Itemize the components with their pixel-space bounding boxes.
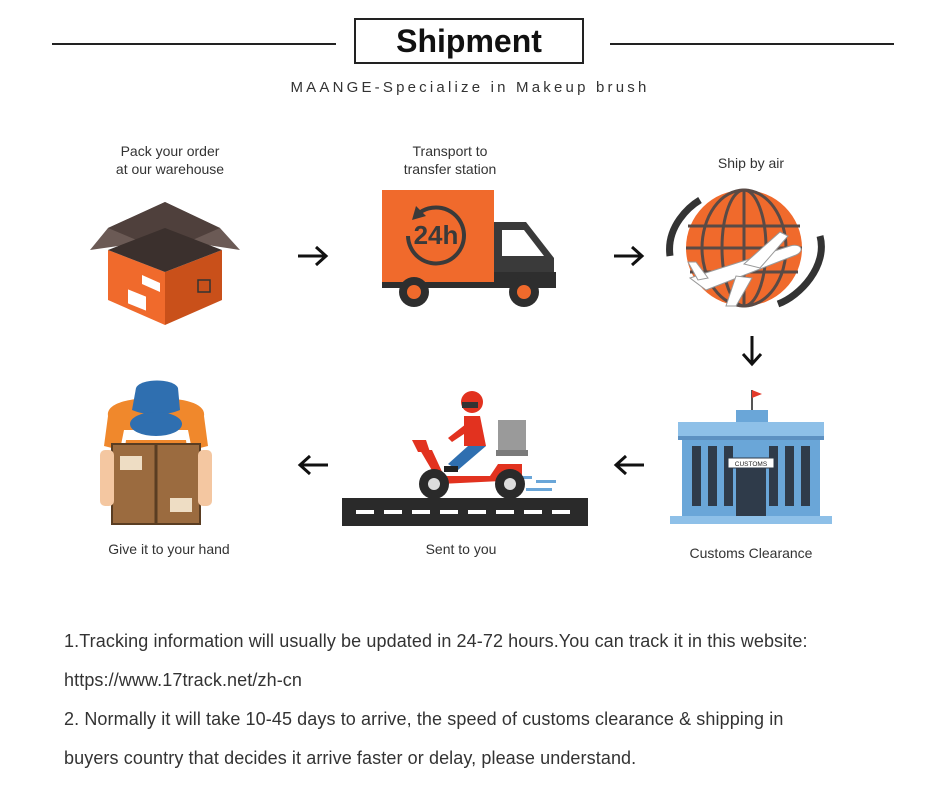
arrow-right-icon-1	[296, 244, 330, 268]
step-pack-label: Pack your order at our warehouse	[85, 142, 255, 178]
note-tracking-url[interactable]: https://www.17track.net/zh-cn	[64, 670, 302, 690]
step-pack-label-line1: Pack your order	[120, 143, 220, 159]
step-hand-label: Give it to your hand	[108, 541, 230, 557]
courier-holding-package-icon	[96, 380, 216, 535]
header-rule-left	[52, 43, 336, 45]
step-customs-label: Customs Clearance	[689, 545, 813, 561]
step-air-label: Ship by air	[717, 155, 785, 171]
note-delivery-line1: 2. Normally it will take 10-45 days to a…	[64, 709, 784, 729]
step-transport-label-line1: Transport to	[412, 143, 488, 159]
customs-building-icon: CUSTOMS	[666, 388, 836, 535]
page-subtitle: MAANGE-Specialize in Makeup brush	[290, 79, 650, 96]
arrow-left-icon-1	[612, 453, 646, 477]
delivery-truck-icon: 24h	[378, 186, 562, 321]
page-title: Shipment	[354, 18, 584, 64]
note-delivery-line2: buyers country that decides it arrive fa…	[64, 748, 637, 768]
arrow-down-icon	[740, 334, 764, 368]
arrow-right-icon-2	[612, 244, 646, 268]
customs-sign: CUSTOMS	[735, 461, 768, 468]
globe-airplane-icon	[660, 186, 830, 321]
step-sent-label: Sent to you	[425, 541, 497, 557]
header-rule-right	[610, 43, 894, 45]
step-transport-label: Transport to transfer station	[365, 142, 535, 178]
cardboard-box-icon	[80, 180, 250, 335]
scooter-courier-icon	[340, 380, 590, 535]
step-pack-label-line2: at our warehouse	[115, 161, 225, 177]
step-transport-label-line2: transfer station	[403, 161, 497, 177]
truck-24h-badge: 24h	[414, 220, 459, 250]
arrow-left-icon-2	[296, 453, 330, 477]
note-tracking-line1: 1.Tracking information will usually be u…	[64, 631, 808, 651]
